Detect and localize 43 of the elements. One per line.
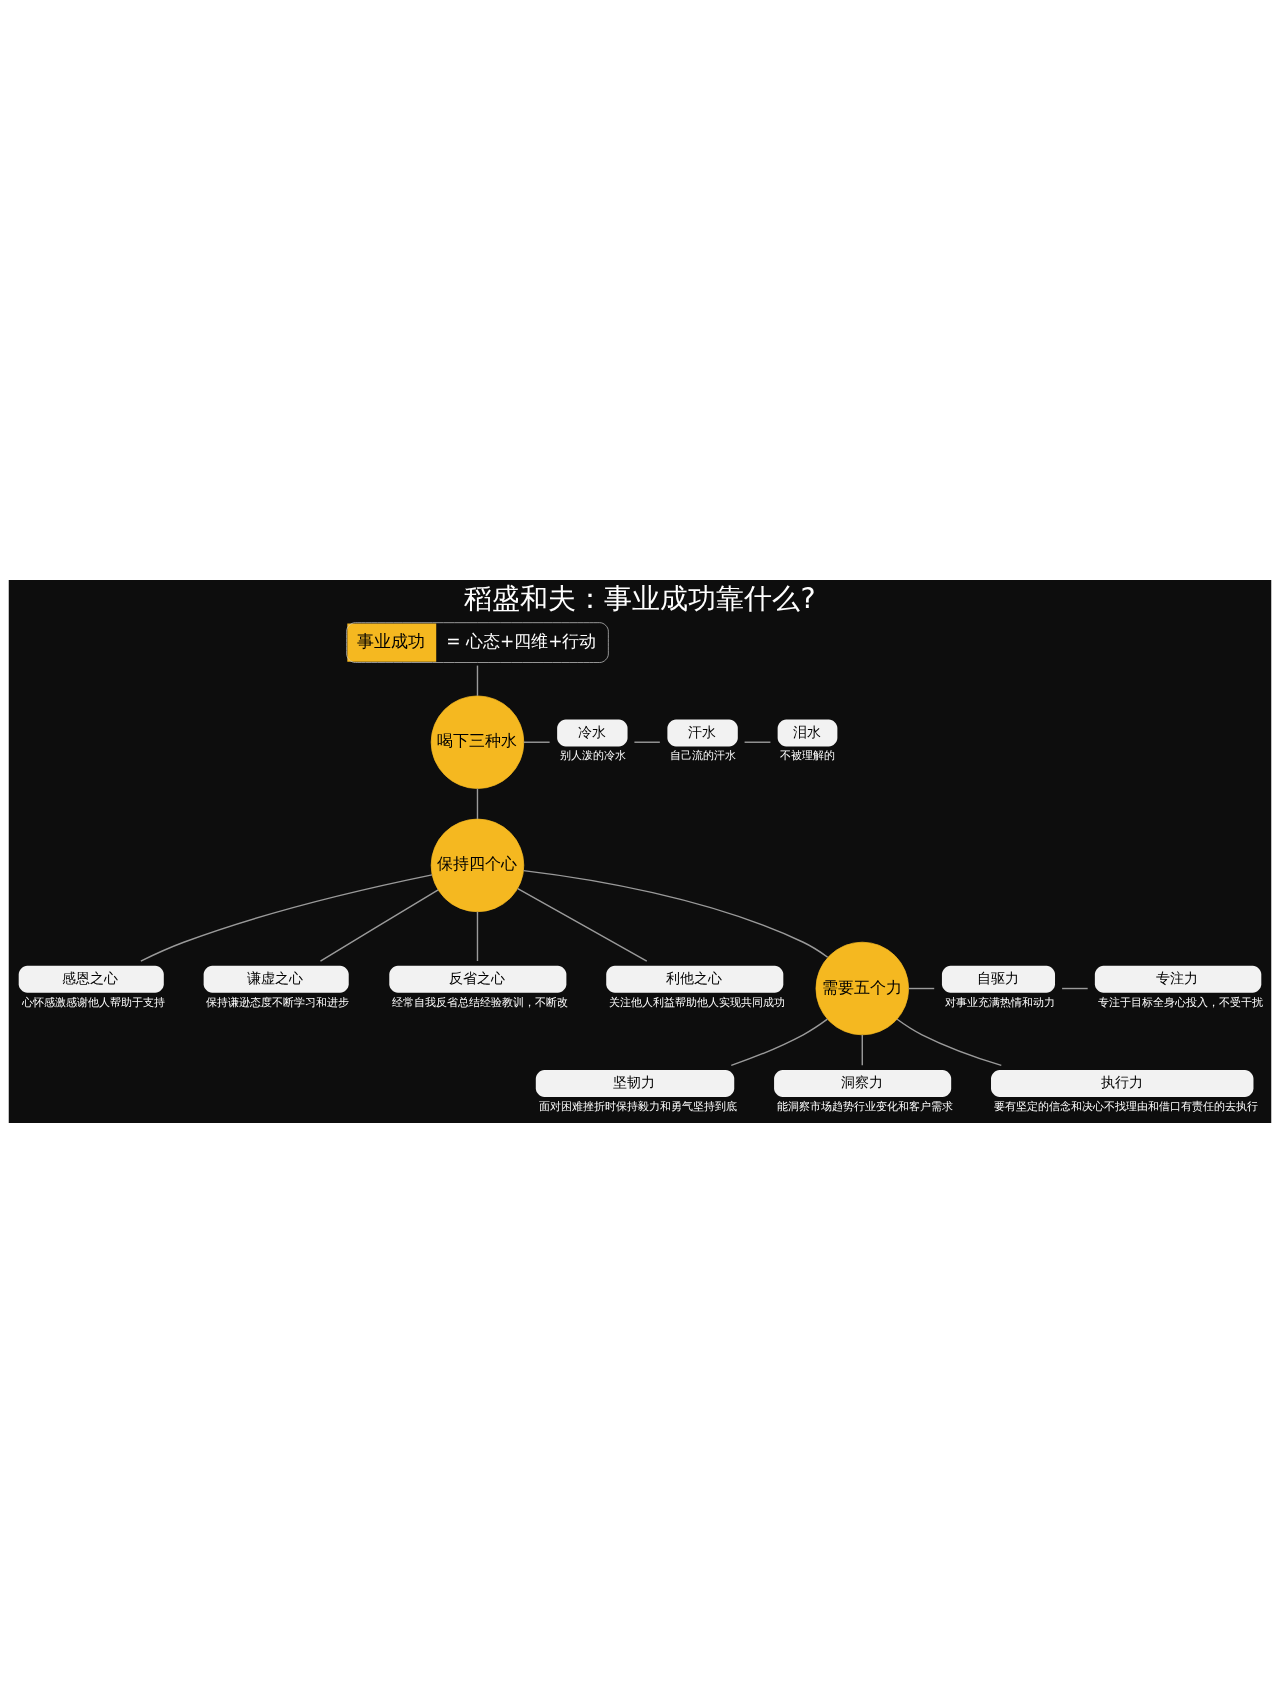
node-box: 谦虚之心 <box>203 965 349 993</box>
connector <box>730 1017 829 1066</box>
diagram-title: 稻盛和夫：事业成功靠什么? <box>464 581 816 615</box>
node-label: 心怀感激感谢他人帮助于支持 <box>21 995 165 1009</box>
node-label: 别人泼的冷水 <box>559 748 626 762</box>
node-label: 不被理解的 <box>780 748 836 762</box>
node-box: 汗水 <box>667 718 738 746</box>
node-label: 要有坚定的信念和决心不找理由和借口有责任的去执行 <box>993 1099 1258 1113</box>
node-label: 专注于目标全身心投入，不受干扰 <box>1097 995 1263 1009</box>
node-circle: 需要五个力 <box>815 941 909 1035</box>
connector <box>523 741 551 743</box>
connector <box>896 1018 1002 1066</box>
connector <box>522 869 829 958</box>
node-box: 冷水 <box>557 718 628 746</box>
node-box: 自驱力 <box>941 965 1056 993</box>
node-box: 洞察力 <box>774 1069 952 1097</box>
node-label: 经常自我反省总结经验教训，不断改 <box>392 995 569 1009</box>
connector <box>1061 987 1089 989</box>
connector <box>476 787 479 820</box>
node-box: 坚韧力 <box>535 1069 735 1097</box>
node-circle: 保持四个心 <box>430 818 525 912</box>
connector <box>476 910 479 962</box>
node-label: 对事业充满热情和动力 <box>944 995 1055 1009</box>
connector <box>743 741 772 743</box>
node-label: 保持谦逊态度不断学习和进步 <box>206 995 350 1009</box>
node-label: 面对困难挫折时保持毅力和勇气坚持到底 <box>538 1099 737 1113</box>
connector <box>908 987 935 989</box>
connector <box>517 887 648 962</box>
node-box: 专注力 <box>1094 965 1262 993</box>
node-label: 能洞察市场趋势行业变化和客户需求 <box>776 1099 953 1113</box>
connector <box>861 1033 863 1066</box>
node-box: 感恩之心 <box>18 965 164 993</box>
node-box: 利他之心 <box>606 965 784 993</box>
node-label: 自己流的汗水 <box>670 748 737 762</box>
node-box: 反省之心 <box>389 965 567 993</box>
connector <box>476 664 479 697</box>
connector <box>633 741 661 743</box>
connector <box>319 888 439 962</box>
node-circle: 喝下三种水 <box>430 695 525 789</box>
node-box: 泪水 <box>777 718 838 746</box>
node-label: 关注他人利益帮助他人实现共同成功 <box>609 995 786 1009</box>
node-box: 执行力 <box>991 1069 1254 1097</box>
connector <box>140 873 433 962</box>
